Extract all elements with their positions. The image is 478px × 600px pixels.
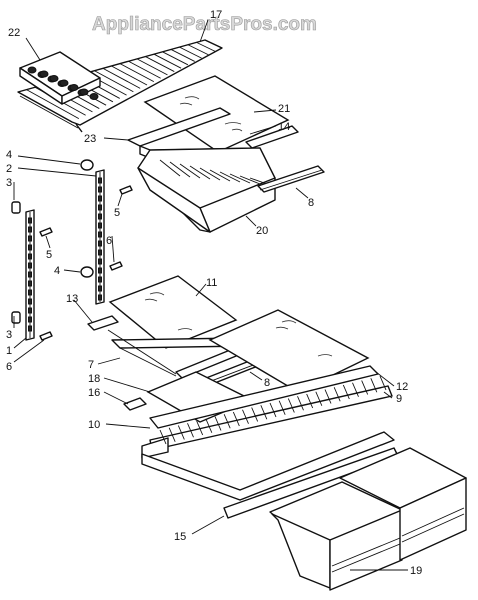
glass-crisper-cover [208, 309, 370, 393]
callout-1: 1 [6, 345, 12, 357]
callout-17: 17 [210, 9, 222, 21]
callout-23: 23 [84, 133, 96, 145]
callout-10: 10 [88, 419, 100, 431]
hardware [11, 159, 133, 341]
ladder-rail-2 [95, 169, 105, 305]
callout-20: 20 [256, 225, 268, 237]
callout-8-middle: 8 [264, 377, 270, 389]
callout-numbers: 22 17 21 14 23 8 20 4 2 3 5 5 6 4 11 13 … [6, 9, 422, 577]
ladder-rail-1 [25, 209, 35, 341]
callout-16: 16 [88, 387, 100, 399]
callout-9: 9 [396, 393, 402, 405]
callout-6-upper: 6 [106, 235, 112, 247]
callout-3-lower: 3 [6, 329, 12, 341]
crisper-frame-10 [123, 365, 399, 519]
glass-shelf-11 [108, 275, 238, 349]
callout-5-upper: 5 [114, 207, 120, 219]
callout-15: 15 [174, 531, 186, 543]
callout-2: 2 [6, 163, 12, 175]
callout-7: 7 [88, 359, 94, 371]
callout-6-lower: 6 [6, 361, 12, 373]
meat-drawer-20 [137, 147, 276, 233]
callout-4-lower: 4 [54, 265, 60, 277]
callout-21: 21 [278, 103, 290, 115]
watermark: AppliancePartsPros.com [92, 14, 317, 35]
callout-13: 13 [66, 293, 78, 305]
callout-18: 18 [88, 373, 100, 385]
callout-8-upper: 8 [308, 197, 314, 209]
egg-tray-22 [19, 51, 101, 105]
callout-14: 14 [278, 121, 290, 133]
leader-lines [13, 19, 408, 571]
callout-22: 22 [8, 27, 20, 39]
callout-5-lower: 5 [46, 249, 52, 261]
rail-8-upper [257, 165, 325, 193]
callout-19: 19 [410, 565, 422, 577]
callout-11: 11 [206, 277, 217, 289]
callout-4-upper: 4 [6, 149, 12, 161]
callout-3-upper: 3 [6, 177, 12, 189]
crisper-drawer-19b [339, 447, 467, 561]
crisper-drawer-19a [269, 481, 403, 591]
callout-12: 12 [396, 381, 408, 393]
